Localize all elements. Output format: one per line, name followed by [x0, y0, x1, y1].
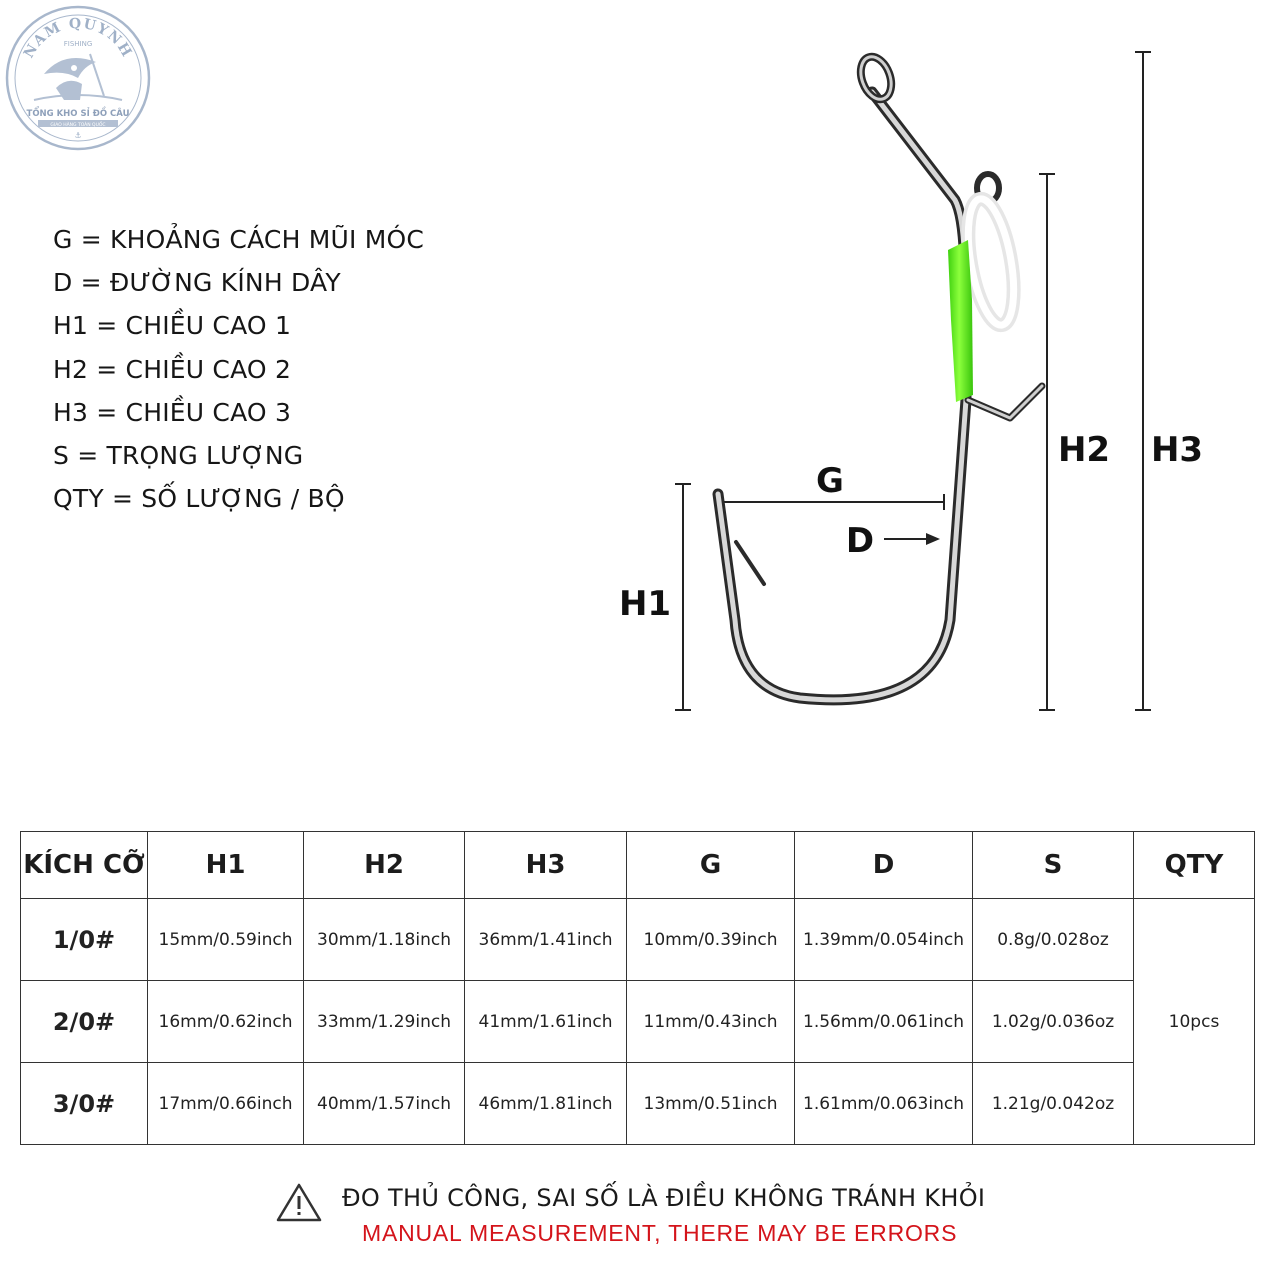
cell-h1: 17mm/0.66inch [147, 1062, 304, 1145]
cell-h2: 33mm/1.29inch [303, 980, 465, 1063]
logo-inner-ring [14, 14, 142, 142]
table-row: 1/0# 15mm/0.59inch 30mm/1.18inch 36mm/1.… [20, 898, 1255, 1145]
cell-size: 3/0# [20, 1062, 148, 1145]
assist-ring [961, 171, 1021, 333]
legend-h3: H3 = CHIỀU CAO 3 [53, 397, 292, 427]
logo-outer-ring [5, 5, 151, 151]
cell-qty: 10pcs [1133, 898, 1255, 1145]
cell-d: 1.39mm/0.054inch [794, 898, 973, 981]
cell-h1: 15mm/0.59inch [147, 898, 304, 981]
header-h1: H1 [147, 831, 304, 899]
cell-d: 1.61mm/0.063inch [794, 1062, 973, 1145]
table-header-row: KÍCH CỠ H1 H2 H3 G D S QTY [20, 831, 1255, 899]
legend-g: G = KHOẢNG CÁCH MŨI MÓC [53, 225, 425, 254]
legend-qty: QTY = SỐ LƯỢNG / BỘ [53, 484, 345, 514]
cell-h3: 46mm/1.81inch [464, 1062, 627, 1145]
header-size: KÍCH CỠ [20, 831, 148, 899]
cell-h3: 36mm/1.41inch [464, 898, 627, 981]
fisherman-emblem-icon [33, 53, 123, 101]
spec-table: KÍCH CỠ H1 H2 H3 G D S QTY 1/0# 15mm/0.5… [20, 831, 1255, 1145]
logo-tagline: TỔNG KHO SỈ ĐỒ CÂU [27, 106, 130, 119]
label-h1: H1 [619, 584, 671, 624]
table-row: 3/0# 17mm/0.66inch 40mm/1.57inch 46mm/1.… [20, 1062, 1255, 1145]
dimension-legend: G = KHOẢNG CÁCH MŨI MÓC D = ĐƯỜNG KÍNH D… [53, 222, 424, 524]
hook-diagram: H1 H2 H3 G D [619, 51, 1203, 711]
legend-h1: H1 = CHIỀU CAO 1 [53, 311, 292, 341]
header-qty: QTY [1133, 831, 1255, 899]
green-tube [948, 240, 973, 402]
warning-text-vi: ĐO THỦ CÔNG, SAI SỐ LÀ ĐIỀU KHÔNG TRÁNH … [342, 1184, 986, 1212]
cell-size: 1/0# [20, 898, 148, 981]
legend-s: S = TRỌNG LƯỢNG [53, 440, 304, 470]
logo-tagline-small: GIAO HÀNG TOÀN QUỐC [50, 120, 105, 128]
brand-logo: NAM QUYNH FISHING TỔNG KHO SỈ ĐỒ CÂU GIA… [5, 5, 151, 151]
cell-d: 1.56mm/0.061inch [794, 980, 973, 1063]
warning-triangle-icon [276, 1183, 322, 1222]
warning-text-en: MANUAL MEASUREMENT, THERE MAY BE ERRORS [362, 1220, 958, 1246]
hook-eye [856, 52, 896, 104]
header-s: S [972, 831, 1134, 899]
fishing-hook-icon [712, 86, 1046, 706]
logo-ribbon [38, 120, 118, 127]
table-row: 2/0# 16mm/0.62inch 33mm/1.29inch 41mm/1.… [20, 980, 1255, 1063]
cell-h2: 40mm/1.57inch [303, 1062, 465, 1145]
header-d: D [794, 831, 973, 899]
label-h3: H3 [1151, 430, 1203, 470]
logo-brand-text: NAM QUYNH [21, 16, 135, 61]
label-g: G [816, 461, 844, 501]
legend-d: D = ĐƯỜNG KÍNH DÂY [53, 268, 341, 298]
header-g: G [626, 831, 795, 899]
label-h2: H2 [1058, 430, 1110, 470]
d-arrow-head [926, 533, 940, 545]
cell-g: 13mm/0.51inch [626, 1062, 795, 1145]
cell-s: 1.02g/0.036oz [972, 980, 1134, 1063]
legend-h2: H2 = CHIỀU CAO 2 [53, 354, 292, 384]
cell-s: 0.8g/0.028oz [972, 898, 1134, 981]
cell-size: 2/0# [20, 980, 148, 1063]
cell-h1: 16mm/0.62inch [147, 980, 304, 1063]
label-d: D [846, 521, 874, 561]
logo-sub-brand: FISHING [64, 40, 93, 48]
cell-g: 11mm/0.43inch [626, 980, 795, 1063]
anchor-icon: ⚓ [74, 131, 81, 140]
cell-s: 1.21g/0.042oz [972, 1062, 1134, 1145]
header-h2: H2 [303, 831, 465, 899]
cell-h3: 41mm/1.61inch [464, 980, 627, 1063]
cell-h2: 30mm/1.18inch [303, 898, 465, 981]
header-h3: H3 [464, 831, 627, 899]
cell-g: 10mm/0.39inch [626, 898, 795, 981]
